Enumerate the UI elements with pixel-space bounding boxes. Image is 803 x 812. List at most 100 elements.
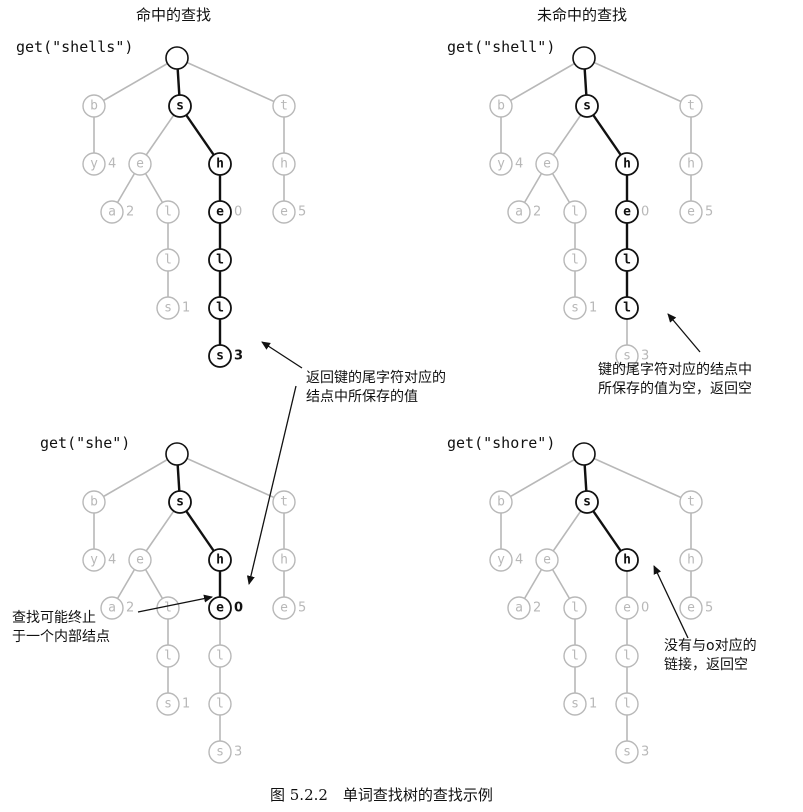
trie-node <box>272 200 296 224</box>
trie-node-letter: l <box>164 205 172 220</box>
trie-edge <box>93 453 178 503</box>
trie-root-node <box>165 46 189 70</box>
trie-node-letter: s <box>583 99 591 114</box>
trie-node-value: 2 <box>533 205 541 220</box>
trie-node-letter: a <box>108 601 116 616</box>
trie-node-letter: y <box>90 157 98 172</box>
trie-node <box>615 152 639 176</box>
trie-node-letter: h <box>216 553 224 568</box>
trie-node-letter: a <box>515 205 523 220</box>
trie-node-letter: l <box>164 649 172 664</box>
trie-node <box>156 296 180 320</box>
trie-node-letter: h <box>280 553 288 568</box>
trie-node <box>208 596 232 620</box>
trie-node-letter: e <box>280 205 288 220</box>
trie-node <box>615 248 639 272</box>
trie-node <box>208 344 232 368</box>
trie-node <box>208 740 232 764</box>
trie-node-letter: s <box>176 99 184 114</box>
trie-node-letter: l <box>571 649 579 664</box>
trie-node-value: 3 <box>641 745 649 760</box>
trie-node-letter: e <box>687 601 695 616</box>
trie-node-letter: s <box>571 301 579 316</box>
trie-node-letter: l <box>623 649 631 664</box>
trie-node-letter: s <box>164 301 172 316</box>
trie-node <box>168 94 192 118</box>
trie-node-letter: l <box>571 253 579 268</box>
trie-node-letter: e <box>623 205 631 220</box>
trie-node-letter: l <box>164 253 172 268</box>
trie-node-value: 3 <box>641 349 649 364</box>
trie-node-letter: l <box>623 253 631 268</box>
trie-node <box>156 200 180 224</box>
trie-root-node <box>165 442 189 466</box>
trie-node <box>168 490 192 514</box>
trie-node-letter: s <box>216 745 224 760</box>
figure-caption: 图 5.2.2 单词查找树的查找示例 <box>270 786 493 804</box>
trie-node <box>489 490 513 514</box>
trie-node-letter: h <box>280 157 288 172</box>
trie-node-letter: s <box>176 495 184 510</box>
trie-node-letter: l <box>216 649 224 664</box>
trie-node-value: 2 <box>126 205 134 220</box>
trie-node-letter: l <box>216 253 224 268</box>
trie-edge <box>176 453 285 503</box>
trie-node <box>679 548 703 572</box>
trie-node <box>679 152 703 176</box>
trie-node-value: 2 <box>126 601 134 616</box>
trie-node-value: 4 <box>108 157 116 172</box>
trie-node-value: 2 <box>533 601 541 616</box>
trie-node <box>489 152 513 176</box>
trie-node <box>156 692 180 716</box>
trie-node-value: 3 <box>234 349 243 364</box>
trie-node-letter: s <box>164 697 172 712</box>
trie-node <box>100 596 124 620</box>
trie-node-value: 0 <box>641 205 649 220</box>
trie-node <box>679 596 703 620</box>
trie-node <box>615 548 639 572</box>
trie-node <box>489 94 513 118</box>
annotation-she-line1: 查找可能终止 <box>12 610 96 626</box>
arrow-to-she-internal <box>137 594 213 613</box>
trie-node-letter: t <box>687 495 695 510</box>
trie-edge <box>176 57 285 107</box>
trie-node-letter: e <box>216 205 224 220</box>
trie-node-letter: h <box>216 157 224 172</box>
trie-node <box>100 200 124 224</box>
trie-node-letter: l <box>623 697 631 712</box>
trie-node-value: 4 <box>515 553 523 568</box>
annotation-shore-line1: 没有与o对应的 <box>664 637 757 654</box>
trie-node <box>208 200 232 224</box>
trie-node-letter: s <box>623 745 631 760</box>
trie-edge <box>500 453 585 503</box>
trie-node <box>563 200 587 224</box>
query-label-she: get("she") <box>40 434 130 452</box>
trie-node <box>82 94 106 118</box>
trie-node <box>489 548 513 572</box>
trie-node <box>208 248 232 272</box>
trie-node <box>615 692 639 716</box>
annotation-shell-line2: 所保存的值为空，返回空 <box>598 381 752 397</box>
trie-node-letter: h <box>687 553 695 568</box>
trie-node <box>208 296 232 320</box>
trie-node <box>535 152 559 176</box>
trie-node-value: 0 <box>234 205 242 220</box>
trie-node <box>82 152 106 176</box>
trie-edge <box>93 57 178 107</box>
trie-node <box>208 644 232 668</box>
trie-node-letter: b <box>497 495 505 510</box>
trie-node <box>272 152 296 176</box>
trie-node-letter: e <box>543 157 551 172</box>
query-label-shells: get("shells") <box>16 38 133 56</box>
trie-node-letter: l <box>216 697 224 712</box>
trie-node-letter: t <box>280 99 288 114</box>
trie-node <box>128 152 152 176</box>
annotation-she-line2: 于一个内部结点 <box>12 629 110 645</box>
annotation-shell-line1: 键的尾字符对应的结点中 <box>598 361 752 378</box>
trie-node <box>615 740 639 764</box>
trie-node <box>535 548 559 572</box>
trie-node-value: 5 <box>705 205 713 220</box>
trie-node <box>82 548 106 572</box>
trie-node <box>563 596 587 620</box>
